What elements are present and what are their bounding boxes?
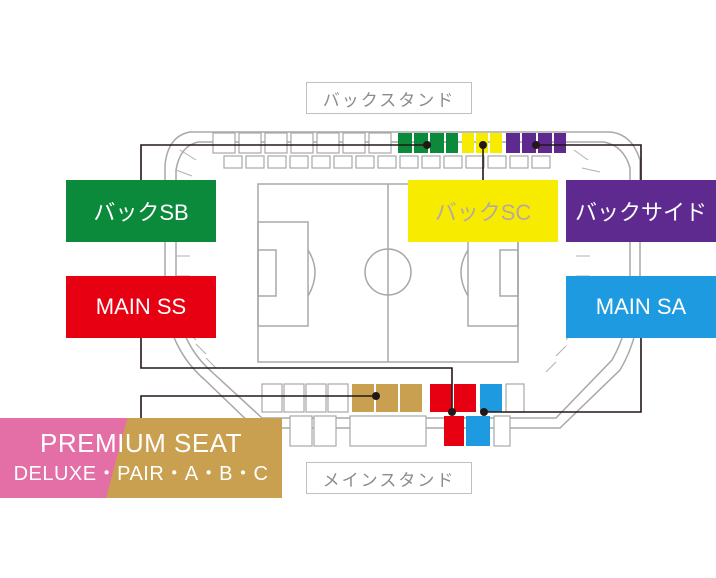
- connector-dots: [372, 141, 540, 416]
- premium-blocks: [352, 384, 422, 412]
- main-sa-blocks: [466, 384, 502, 446]
- premium-seat-tag[interactable]: PREMIUM SEAT DELUXE・PAIR・A・B・C: [0, 418, 282, 498]
- main-sa-tag[interactable]: MAIN SA: [566, 276, 716, 338]
- premium-subtitle: DELUXE・PAIR・A・B・C: [13, 463, 269, 485]
- main-stand-seats: [261, 383, 525, 447]
- back-stand-label: バックスタンド: [306, 82, 472, 114]
- main-ss-tag[interactable]: MAIN SS: [66, 276, 216, 338]
- main-ss-blocks: [430, 384, 476, 446]
- back-sb-tag[interactable]: バックSB: [66, 180, 216, 242]
- premium-title: PREMIUM SEAT: [40, 428, 242, 458]
- main-stand-label: メインスタンド: [306, 462, 472, 494]
- back-stand-seats: [212, 132, 551, 169]
- back-side-blocks: [506, 133, 566, 153]
- back-side-tag[interactable]: バックサイド: [566, 180, 716, 242]
- back-sc-tag[interactable]: バックSC: [408, 180, 558, 242]
